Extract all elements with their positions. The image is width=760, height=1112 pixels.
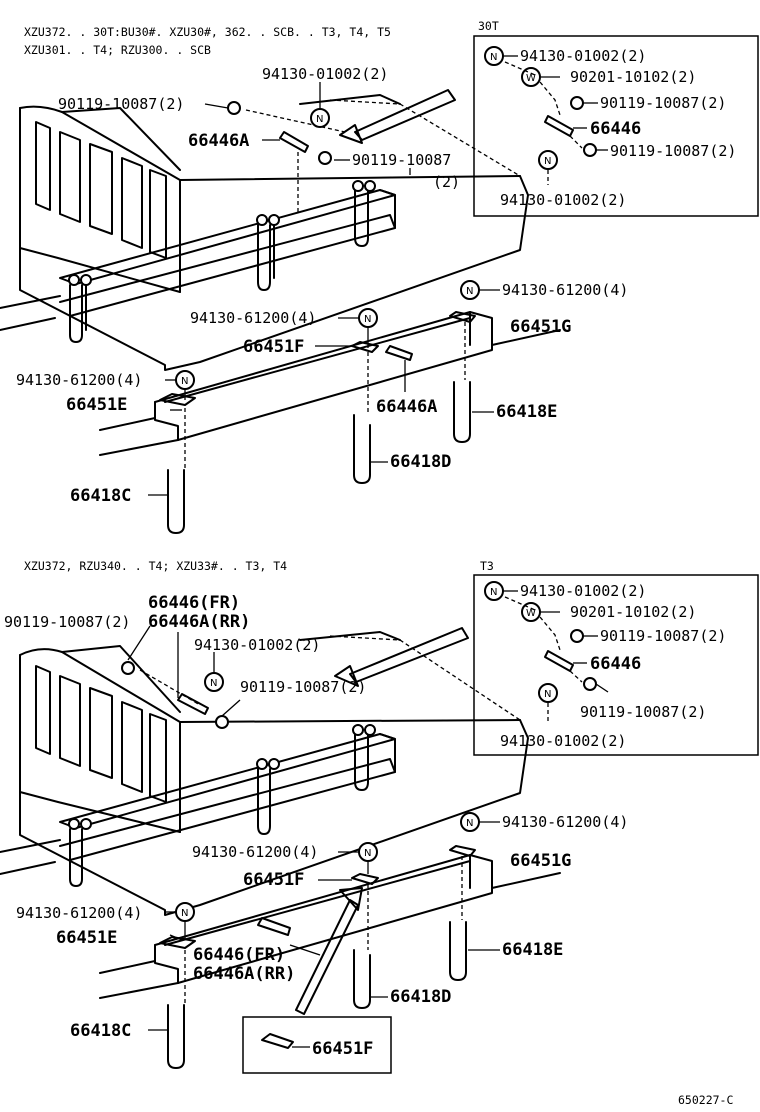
top-nut-markers: N N N N bbox=[175, 108, 480, 390]
top-inset-callout-94130-01002-a: 94130-01002(2) bbox=[520, 47, 646, 65]
bottom-inset-callout-94130-01002-a: 94130-01002(2) bbox=[520, 582, 646, 600]
bottom-inset-callout-90201-10102: 90201-10102(2) bbox=[570, 603, 696, 621]
bottom-callout-66446-fr: 66446(FR) bbox=[148, 593, 240, 613]
top-callout-94130-61200-left: 94130-61200(4) bbox=[16, 371, 142, 389]
top-callout-90119-10087-left: 90119-10087(2) bbox=[58, 95, 184, 113]
bottom-assembly: XZU372, RZU340. . T4; XZU33#. . T3, T4 bbox=[0, 559, 759, 1074]
top-callout-90119-10087-qty: (2) bbox=[433, 173, 460, 191]
bottom-callout-94130-61200-right: 94130-61200(4) bbox=[502, 813, 628, 831]
bottom-callout-66446-fr-rail: 66446(FR) bbox=[193, 945, 285, 965]
bottom-callout-94130-01002: 94130-01002(2) bbox=[194, 636, 320, 654]
bottom-direction-arrow bbox=[334, 627, 469, 687]
bottom-lower-ubolts bbox=[167, 921, 467, 1069]
top-callout-66451F: 66451F bbox=[243, 337, 304, 357]
top-assembly: XZU372. . 30T:BU30#. XZU30#, 362. . SCB.… bbox=[0, 19, 759, 534]
top-frame-line bbox=[0, 317, 56, 331]
bottom-callout-66451F: 66451F bbox=[243, 870, 304, 890]
svg-text:N: N bbox=[364, 314, 371, 325]
top-direction-arrow bbox=[339, 89, 456, 144]
bottom-callout-66418C: 66418C bbox=[70, 1021, 131, 1041]
svg-text:N: N bbox=[210, 678, 217, 689]
top-callout-66451E: 66451E bbox=[66, 395, 127, 415]
bottom-detail-66451F: 66451F bbox=[242, 1016, 392, 1074]
bottom-inset-T3: T3 N W N 94130-01002(2) 90201-10102(2) 9… bbox=[473, 559, 759, 756]
bottom-callout-90119-10087-mid: 90119-10087(2) bbox=[240, 678, 366, 696]
bottom-callout-66418E: 66418E bbox=[502, 940, 563, 960]
top-lower-ubolts bbox=[167, 381, 471, 534]
bottom-detail-callout-66451F: 66451F bbox=[312, 1039, 373, 1059]
svg-text:N: N bbox=[466, 818, 473, 829]
top-headboard-windows bbox=[35, 121, 167, 259]
bottom-lower-rail bbox=[99, 854, 561, 999]
top-inset-30T: 30T N W N 94130-01002(2) 90201-10102(2) … bbox=[473, 19, 759, 217]
svg-text:W: W bbox=[526, 73, 536, 84]
bottom-callout-94130-61200-left: 94130-61200(4) bbox=[16, 904, 142, 922]
top-brackets bbox=[159, 101, 476, 470]
top-inset-callout-90201-10102: 90201-10102(2) bbox=[570, 68, 696, 86]
svg-text:N: N bbox=[490, 587, 497, 598]
svg-text:N: N bbox=[466, 286, 473, 297]
top-callout-66418D: 66418D bbox=[390, 452, 451, 472]
bottom-callout-94130-61200-mid: 94130-61200(4) bbox=[192, 843, 318, 861]
top-header-line1: XZU372. . 30T:BU30#. XZU30#, 362. . SCB.… bbox=[24, 25, 391, 39]
top-callout-66451G: 66451G bbox=[510, 317, 571, 337]
bottom-brackets bbox=[121, 661, 476, 1005]
bottom-callout-66418D: 66418D bbox=[390, 987, 451, 1007]
svg-text:N: N bbox=[544, 156, 551, 167]
bottom-inset-callout-90119-10087-b: 90119-10087(2) bbox=[580, 703, 706, 721]
top-callout-90119-10087-mid: 90119-10087 bbox=[352, 151, 451, 169]
top-inset-callout-66446: 66446 bbox=[590, 119, 641, 139]
bottom-callout-66451E: 66451E bbox=[56, 928, 117, 948]
top-callout-66418E: 66418E bbox=[496, 402, 557, 422]
top-callout-94130-61200-mid: 94130-61200(4) bbox=[190, 309, 316, 327]
figure-code: 650227-C bbox=[678, 1093, 733, 1107]
top-lower-rail bbox=[99, 311, 561, 456]
bottom-nut-markers: N N N N bbox=[175, 672, 480, 922]
svg-text:N: N bbox=[364, 848, 371, 859]
svg-text:N: N bbox=[544, 689, 551, 700]
bottom-callout-66446A-rr-rail: 66446A(RR) bbox=[193, 964, 295, 984]
svg-text:N: N bbox=[490, 52, 497, 63]
top-header-line2: XZU301. . T4; RZU300. . SCB bbox=[24, 43, 211, 57]
bottom-callout-66446A-rr: 66446A(RR) bbox=[148, 612, 250, 632]
bottom-header-line1: XZU372, RZU340. . T4; XZU33#. . T3, T4 bbox=[24, 559, 287, 573]
top-inset-label: 30T bbox=[478, 19, 499, 33]
top-callout-94130-01002: 94130-01002(2) bbox=[262, 65, 388, 83]
svg-text:N: N bbox=[181, 908, 188, 919]
bottom-callout-66451G: 66451G bbox=[510, 851, 571, 871]
bottom-headboard-windows bbox=[35, 665, 167, 803]
top-cargo-bed bbox=[0, 94, 529, 371]
top-callout-66446A: 66446A bbox=[188, 131, 249, 151]
bottom-inset-callout-94130-01002-b: 94130-01002(2) bbox=[500, 732, 626, 750]
top-callout-66418C: 66418C bbox=[70, 486, 131, 506]
svg-text:W: W bbox=[526, 608, 536, 619]
bottom-inset-callout-90119-10087-a: 90119-10087(2) bbox=[600, 627, 726, 645]
bottom-inset-callout-66446: 66446 bbox=[590, 654, 641, 674]
top-inset-callout-90119-10087-a: 90119-10087(2) bbox=[600, 94, 726, 112]
top-callout-66446A-rail: 66446A bbox=[376, 397, 437, 417]
top-callout-94130-61200-right: 94130-61200(4) bbox=[502, 281, 628, 299]
top-inset-callout-94130-01002-b: 94130-01002(2) bbox=[500, 191, 626, 209]
top-inset-callout-90119-10087-b: 90119-10087(2) bbox=[610, 142, 736, 160]
bottom-detail-arrow bbox=[295, 887, 363, 1015]
top-leader-lines bbox=[148, 82, 500, 496]
bottom-leader-lines bbox=[127, 625, 500, 1031]
top-upper-ubolts bbox=[68, 180, 376, 343]
bottom-callout-90119-10087-left: 90119-10087(2) bbox=[4, 613, 130, 631]
svg-text:N: N bbox=[316, 114, 323, 125]
svg-text:N: N bbox=[181, 376, 188, 387]
bottom-upper-ubolts bbox=[68, 724, 376, 887]
bottom-inset-label: T3 bbox=[480, 559, 494, 573]
